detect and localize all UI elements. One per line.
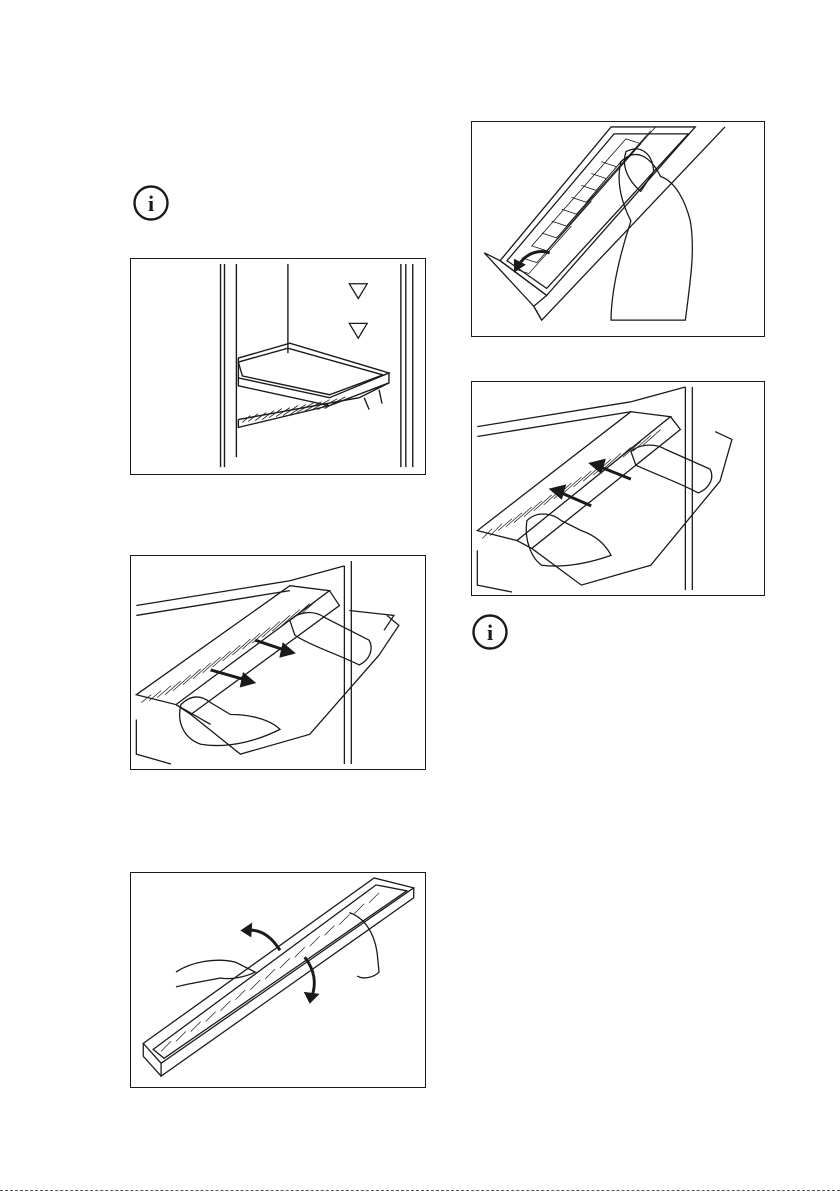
airflow-arrow-icon xyxy=(349,284,367,299)
figure-remove-filter-cover xyxy=(130,555,426,770)
open-arrow-icon xyxy=(304,992,320,1004)
shelf-illustration xyxy=(131,259,425,474)
figure-open-filter-cover xyxy=(130,872,426,1088)
pull-arrow-icon xyxy=(240,673,255,687)
info-icon: i xyxy=(133,185,169,221)
figure-refit-filter-cover xyxy=(471,381,765,596)
open-cover-illustration xyxy=(131,873,425,1087)
page-cut-line xyxy=(0,1190,840,1191)
info-icon: i xyxy=(472,614,508,650)
insert-filter-illustration xyxy=(472,122,764,336)
remove-cover-illustration xyxy=(131,556,425,769)
info-icon-glyph: i xyxy=(148,191,154,216)
refit-cover-illustration xyxy=(472,382,764,595)
push-arrow-icon xyxy=(550,485,566,499)
figure-shelf-airflow xyxy=(130,258,426,475)
info-icon-glyph: i xyxy=(487,620,493,645)
open-arrow-icon xyxy=(240,923,252,938)
figure-insert-filter xyxy=(471,121,765,337)
airflow-arrow-icon xyxy=(349,323,367,338)
pull-arrow-icon xyxy=(280,643,295,657)
